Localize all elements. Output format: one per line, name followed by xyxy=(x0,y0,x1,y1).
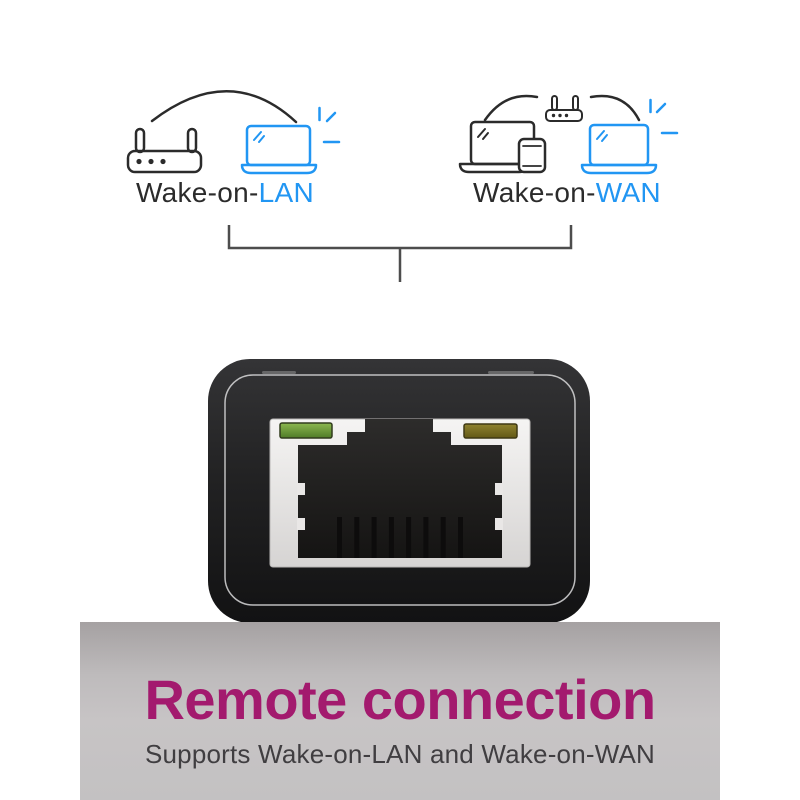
top-highlight-right xyxy=(488,371,534,374)
wake-on-lan-label: Wake-on-LAN xyxy=(105,177,345,209)
rj45-port-icon xyxy=(269,418,531,568)
device-inner-outline xyxy=(224,374,576,606)
waking-laptop-icon xyxy=(240,124,318,175)
ethernet-adapter-device xyxy=(208,359,590,623)
wake-on-wan-label: Wake-on-WAN xyxy=(447,177,687,209)
banner-subtitle: Supports Wake-on-LAN and Wake-on-WAN xyxy=(144,739,656,769)
banner-title: Remote connection xyxy=(144,668,656,731)
wake-on-wan-diagram xyxy=(458,94,679,175)
smartphone-icon xyxy=(517,137,547,174)
connection-arc-right xyxy=(589,94,641,122)
link-led-green xyxy=(279,422,333,439)
wake-on-lan-label-highlight: LAN xyxy=(258,177,315,208)
router-icon xyxy=(545,95,583,122)
wake-on-lan-label-prefix: Wake-on- xyxy=(135,177,259,208)
activity-led-amber xyxy=(463,423,518,439)
port-pins xyxy=(337,517,463,558)
wake-on-lan-diagram xyxy=(126,90,341,175)
waking-laptop-icon xyxy=(580,123,658,175)
wake-sparks-icon xyxy=(318,106,341,144)
port-side-tabs xyxy=(297,483,503,530)
wake-on-wan-label-prefix: Wake-on- xyxy=(473,177,596,208)
top-highlight-left xyxy=(262,371,296,374)
router-icon xyxy=(126,127,203,174)
caption-banner: Remote connection Supports Wake-on-LAN a… xyxy=(80,622,720,800)
connection-arc xyxy=(150,90,298,124)
wake-sparks-icon xyxy=(649,98,679,135)
connection-arc-left xyxy=(483,94,539,122)
wake-on-wan-label-highlight: WAN xyxy=(595,177,661,208)
port-opening xyxy=(298,419,502,558)
bracket-connector xyxy=(227,225,573,282)
